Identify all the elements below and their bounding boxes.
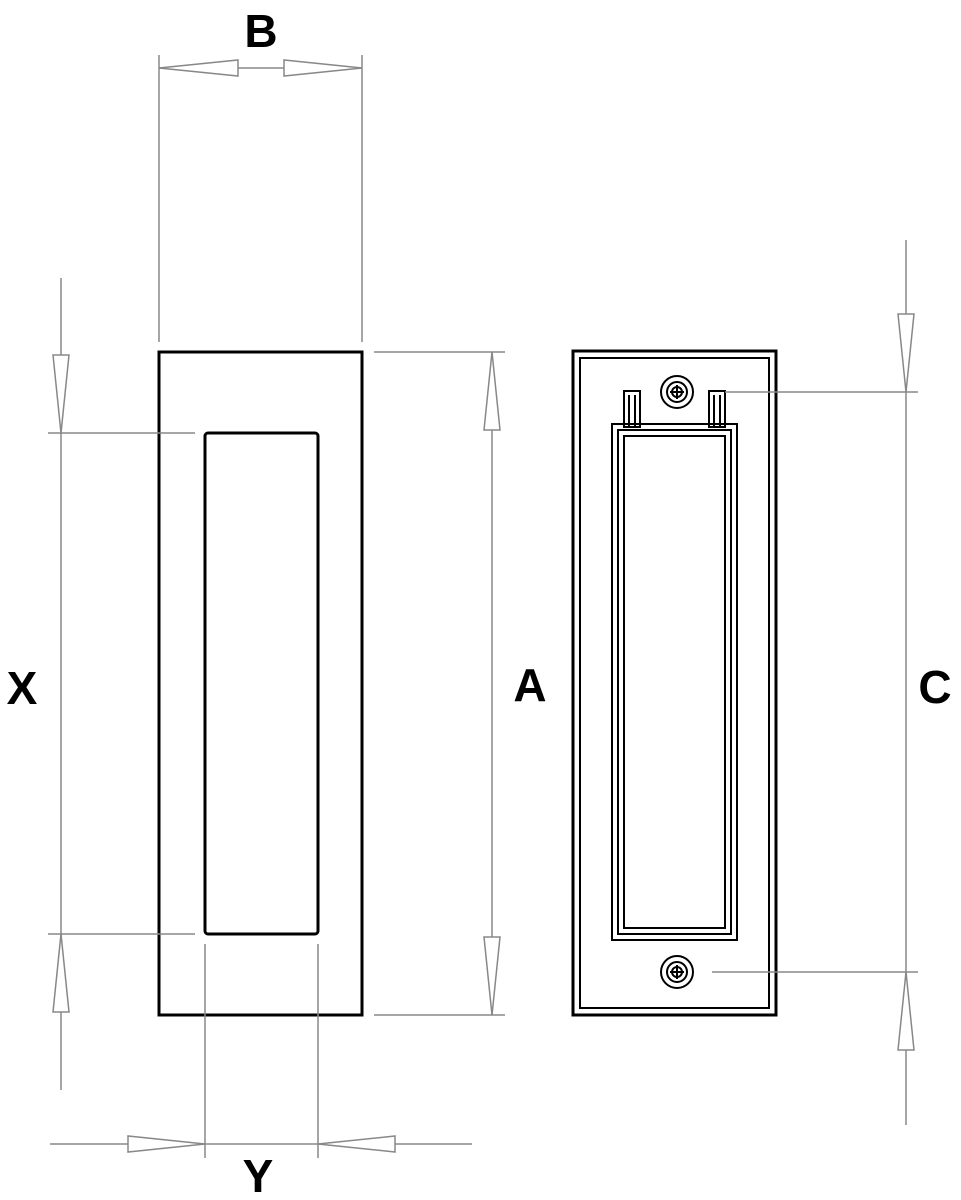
arrow-x-top [52, 354, 70, 434]
arrow-x-bottom [52, 933, 70, 1013]
back-plate-inner [579, 357, 770, 1009]
arrow-y-right [317, 1135, 396, 1153]
clip-bracket-right [708, 390, 726, 428]
dimension-label-x: X [7, 662, 38, 714]
back-view [571, 349, 778, 1017]
arrow-c-bottom [897, 971, 915, 1051]
dimension-x: X [7, 278, 195, 1090]
front-view [157, 350, 364, 1017]
arrow-c-top [897, 313, 915, 393]
screw-hole-icon [660, 375, 694, 409]
arrow-b-left [158, 59, 239, 77]
front-plate-outline [157, 350, 364, 1017]
dimension-c: C [712, 240, 952, 1125]
dimension-y: Y [50, 944, 472, 1200]
dimension-b: B [158, 5, 363, 342]
back-plate-outer [571, 349, 778, 1017]
arrow-a-bottom [483, 936, 501, 1016]
dimension-a: A [374, 351, 547, 1016]
screw-hole-icon [660, 955, 694, 989]
housing-mid [617, 429, 732, 935]
dimension-label-c: C [918, 661, 951, 713]
arrow-a-top [483, 351, 501, 431]
clip-bracket-left [623, 390, 641, 428]
housing-inner [623, 435, 726, 929]
dimension-label-a: A [513, 659, 546, 711]
arrow-b-right [283, 59, 363, 77]
dimension-label-b: B [244, 5, 277, 57]
arrow-y-left [127, 1135, 206, 1153]
housing-outer [611, 423, 738, 941]
dimension-label-y: Y [243, 1150, 274, 1200]
front-recess-outline [203, 431, 320, 936]
